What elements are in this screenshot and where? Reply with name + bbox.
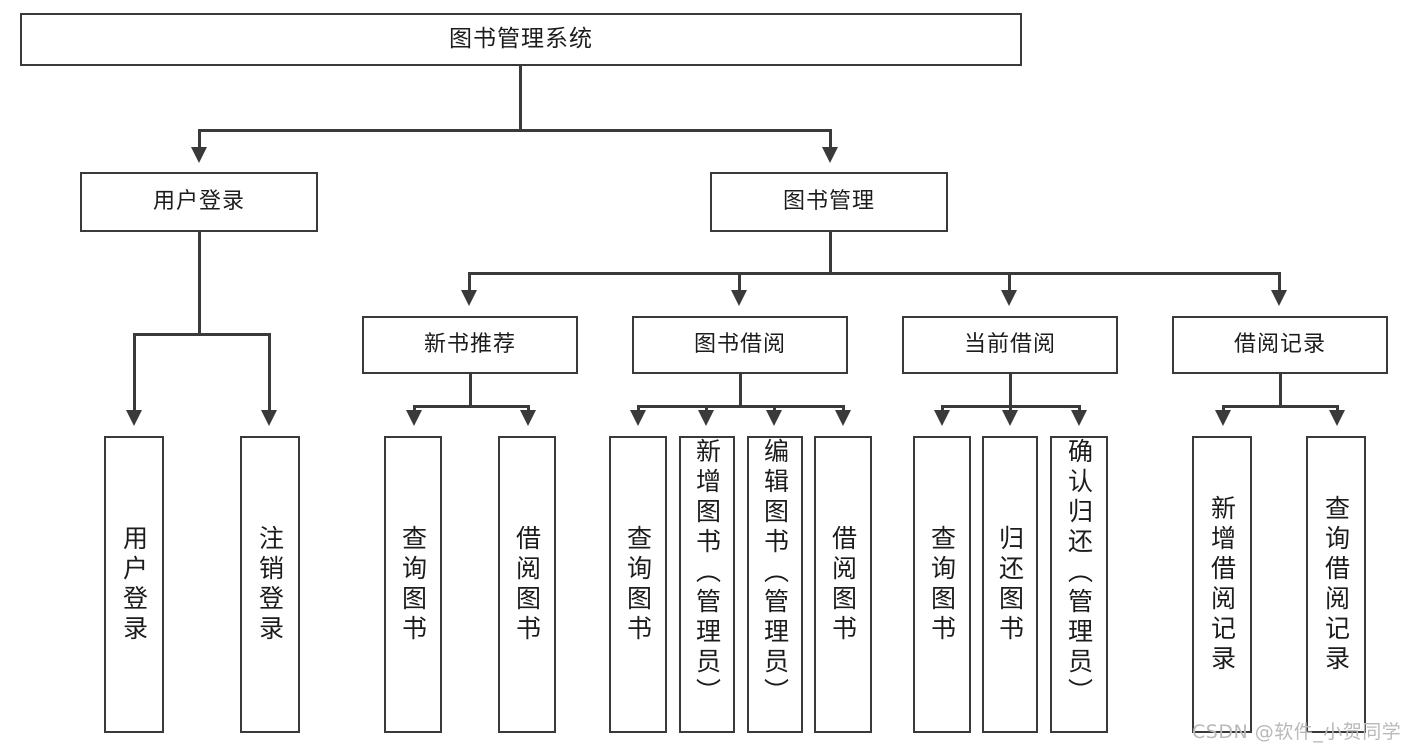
node-leaf-borrow-book-2[interactable]: 借阅图书 xyxy=(814,436,872,733)
node-leaf-add-record[interactable]: 新增借阅记录 xyxy=(1192,436,1252,733)
connector-book-manage-bar xyxy=(468,272,1280,275)
connector-to-current-borrow xyxy=(1008,272,1011,294)
csdn-watermark: CSDN @软件_小贺同学 xyxy=(1192,721,1402,743)
connector-borrow-record-stem xyxy=(1279,374,1282,407)
connector-to-borrow-record xyxy=(1278,272,1281,294)
node-label: 新增图书（管理员） xyxy=(692,438,722,708)
node-leaf-add-book[interactable]: 新增图书（管理员） xyxy=(679,436,735,733)
node-label: 注销登录 xyxy=(255,524,285,645)
connector-user-login-stem xyxy=(198,232,201,335)
node-leaf-user-login[interactable]: 用户登录 xyxy=(104,436,164,733)
connector-root-stem xyxy=(519,66,522,131)
node-label: 新增借阅记录 xyxy=(1207,494,1237,675)
node-label: 图书管理系统 xyxy=(449,25,593,52)
connector-book-borrow-stem xyxy=(739,374,742,407)
node-label: 用户登录 xyxy=(119,524,149,645)
arrow-leaf-query-record xyxy=(1329,410,1345,426)
arrow-leaf-edit-book xyxy=(766,410,782,426)
arrow-leaf-return-book xyxy=(1002,410,1018,426)
node-leaf-query-record[interactable]: 查询借阅记录 xyxy=(1306,436,1366,733)
connector-root-to-user-login xyxy=(198,129,201,154)
connector-root-bar xyxy=(198,129,831,132)
node-leaf-query-book-2[interactable]: 查询图书 xyxy=(609,436,667,733)
node-label: 当前借阅 xyxy=(963,331,1056,357)
arrow-leaf-add-record xyxy=(1215,410,1231,426)
node-book-borrow[interactable]: 图书借阅 xyxy=(632,316,848,374)
node-label: 图书管理 xyxy=(782,188,875,214)
arrow-leaf-user-login xyxy=(126,410,142,426)
arrow-current-borrow xyxy=(1001,290,1017,306)
connector-new-book-bar xyxy=(413,405,529,408)
connector-borrow-record-bar xyxy=(1222,405,1338,408)
node-label: 查询借阅记录 xyxy=(1321,494,1351,675)
node-label: 借阅图书 xyxy=(512,524,542,645)
node-leaf-query-book-3[interactable]: 查询图书 xyxy=(913,436,971,733)
arrow-leaf-confirm-return xyxy=(1071,410,1087,426)
arrow-leaf-borrow-book-2 xyxy=(835,410,851,426)
node-current-borrow[interactable]: 当前借阅 xyxy=(902,316,1118,374)
connector-book-manage-stem xyxy=(829,232,832,274)
connector-current-borrow-stem xyxy=(1009,374,1012,407)
node-label: 借阅记录 xyxy=(1233,331,1326,357)
node-leaf-edit-book[interactable]: 编辑图书（管理员） xyxy=(747,436,803,733)
node-label: 编辑图书（管理员） xyxy=(760,438,790,708)
connector-to-book-borrow xyxy=(738,272,741,294)
connector-user-login-bar xyxy=(133,333,270,336)
arrow-new-book-recommend xyxy=(461,290,477,306)
connector-to-new-book-recommend xyxy=(468,272,471,294)
arrow-to-user-login xyxy=(191,147,207,163)
node-label: 新书推荐 xyxy=(423,331,516,357)
node-label: 归还图书 xyxy=(995,524,1025,645)
node-book-manage[interactable]: 图书管理 xyxy=(710,172,948,232)
node-label: 查询图书 xyxy=(623,524,653,645)
arrow-leaf-query-book-2 xyxy=(630,410,646,426)
node-new-book-recommend[interactable]: 新书推荐 xyxy=(362,316,578,374)
arrow-leaf-add-book xyxy=(698,410,714,426)
arrow-leaf-query-book-1 xyxy=(406,410,422,426)
node-label: 用户登录 xyxy=(152,188,245,214)
node-leaf-confirm-return[interactable]: 确认归还（管理员） xyxy=(1050,436,1108,733)
connector-new-book-stem xyxy=(469,374,472,407)
node-label: 查询图书 xyxy=(927,524,957,645)
node-user-login[interactable]: 用户登录 xyxy=(80,172,318,232)
arrow-to-book-manage xyxy=(822,147,838,163)
node-leaf-query-book-1[interactable]: 查询图书 xyxy=(384,436,442,733)
node-label: 确认归还（管理员） xyxy=(1064,438,1094,708)
node-leaf-logout[interactable]: 注销登录 xyxy=(240,436,300,733)
connector-book-borrow-bar xyxy=(637,405,845,408)
arrow-book-borrow xyxy=(731,290,747,306)
node-borrow-record[interactable]: 借阅记录 xyxy=(1172,316,1388,374)
arrow-leaf-borrow-book-1 xyxy=(520,410,536,426)
arrow-borrow-record xyxy=(1271,290,1287,306)
node-label: 查询图书 xyxy=(398,524,428,645)
arrow-leaf-query-book-3 xyxy=(934,410,950,426)
node-root-system[interactable]: 图书管理系统 xyxy=(20,13,1022,66)
node-label: 图书借阅 xyxy=(693,331,786,357)
arrow-leaf-logout xyxy=(261,410,277,426)
connector-user-login-drop-1 xyxy=(133,333,136,415)
node-leaf-borrow-book-1[interactable]: 借阅图书 xyxy=(498,436,556,733)
node-label: 借阅图书 xyxy=(828,524,858,645)
node-leaf-return-book[interactable]: 归还图书 xyxy=(982,436,1038,733)
connector-user-login-drop-2 xyxy=(268,333,271,415)
connector-root-to-book-manage xyxy=(829,129,832,154)
